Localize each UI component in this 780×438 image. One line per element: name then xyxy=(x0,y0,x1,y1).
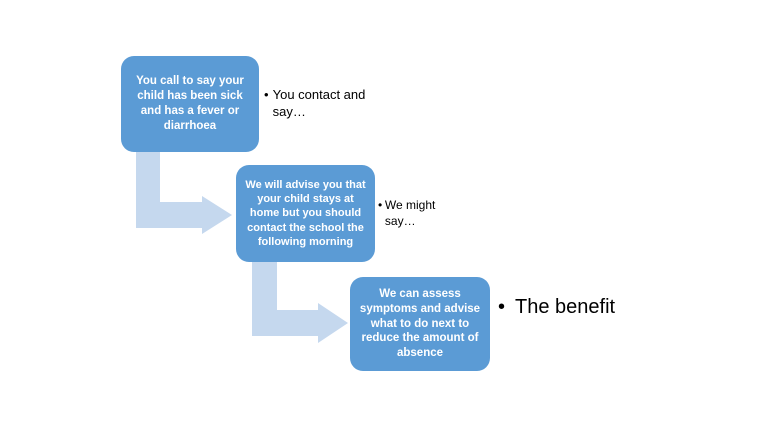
step-box-assess: We can assess symptoms and advise what t… xyxy=(350,277,490,371)
step-text-advise: We will advise you that your child stays… xyxy=(245,178,366,248)
step-text-assess: We can assess symptoms and advise what t… xyxy=(359,287,481,360)
step-box-call: You call to say your child has been sick… xyxy=(121,56,259,152)
note-text-the-benefit: The benefit xyxy=(515,296,616,318)
step-box-advise: We will advise you that your child stays… xyxy=(236,165,375,262)
bent-arrow-2 xyxy=(252,262,348,343)
bullet-icon: • xyxy=(264,87,269,102)
bullet-icon: • xyxy=(378,198,383,212)
bullet-icon: • xyxy=(498,296,506,318)
step-text-call: You call to say your child has been sick… xyxy=(136,75,244,132)
note-you-contact: • You contact and say… xyxy=(264,86,374,120)
bent-arrow-1 xyxy=(136,152,232,234)
note-the-benefit: • The benefit xyxy=(498,295,618,320)
note-text-we-might-say: We might say… xyxy=(384,198,436,228)
note-text-you-contact: You contact and say… xyxy=(272,87,366,119)
note-we-might-say: • We might say… xyxy=(378,197,468,229)
